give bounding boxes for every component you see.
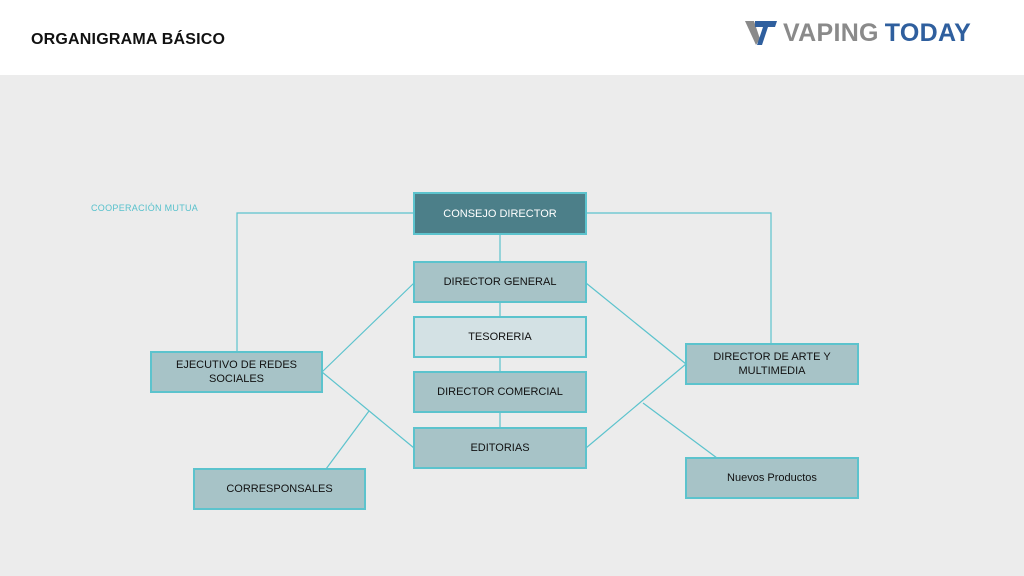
- node-consejo-director: CONSEJO DIRECTOR: [413, 192, 587, 235]
- connector-consejo-arte: [586, 212, 772, 344]
- vaping-today-logo-icon: [745, 21, 777, 45]
- node-ejecutivo-redes-sociales: EJECUTIVO DE REDES SOCIALES: [150, 351, 323, 393]
- node-director-comercial: DIRECTOR COMERCIAL: [413, 371, 587, 413]
- connector-nuevos: [642, 402, 718, 459]
- connector-general-arte: [585, 282, 687, 365]
- connector-arte-editorias: [585, 363, 687, 449]
- node-corresponsales: CORRESPONSALES: [193, 468, 366, 510]
- brand-word-vaping: VAPING: [783, 18, 879, 47]
- brand-logo: VAPING TODAY: [745, 17, 971, 49]
- connector-ejecutivo-editorias: [321, 371, 415, 449]
- brand-word-today: TODAY: [884, 18, 972, 47]
- connector-general-ejecutivo: [321, 282, 415, 373]
- header-bar: ORGANIGRAMA BÁSICO VAPING TODAY: [0, 0, 1024, 75]
- legend-cooperacion-mutua: COOPERACIÓN MUTUA: [91, 203, 199, 213]
- node-nuevos-productos: Nuevos Productos: [685, 457, 859, 499]
- node-tesoreria: TESORERIA: [413, 316, 587, 358]
- node-director-general: DIRECTOR GENERAL: [413, 261, 587, 303]
- connector-corresponsales: [325, 410, 370, 470]
- node-director-arte-multimedia: DIRECTOR DE ARTE Y MULTIMEDIA: [685, 343, 859, 385]
- node-editorias: EDITORIAS: [413, 427, 587, 469]
- page-title: ORGANIGRAMA BÁSICO: [31, 31, 226, 48]
- connector-consejo-ejecutivo: [236, 212, 414, 352]
